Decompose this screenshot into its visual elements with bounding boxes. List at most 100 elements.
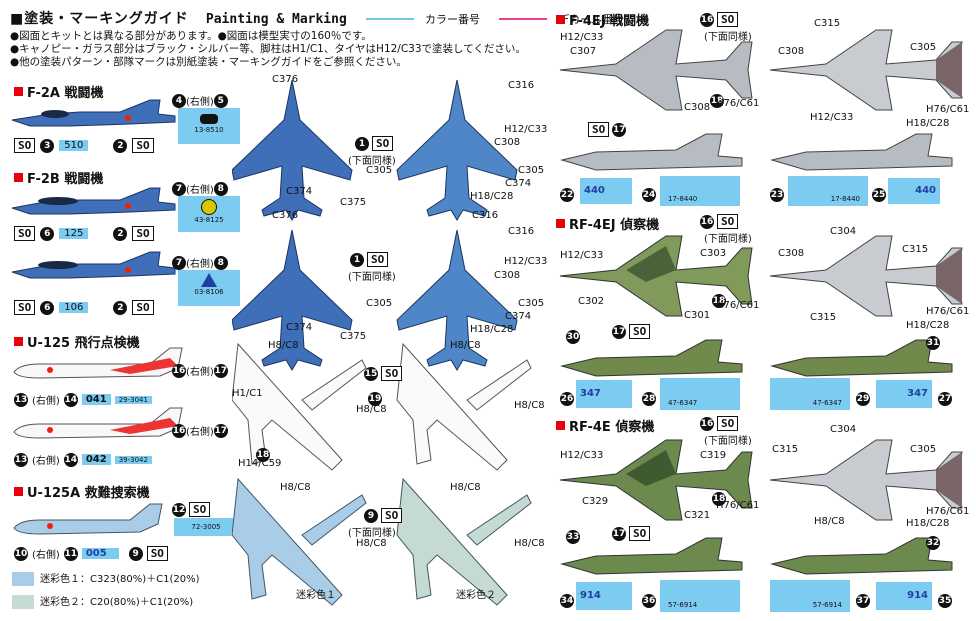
label-h8c8: H8/C8 xyxy=(514,400,545,411)
u125-1-tail-callout: 16(右側)17 xyxy=(172,363,228,378)
u125-1-decal-row: 13(右側)14 041 29-3041 xyxy=(14,392,152,407)
f2b2-tail-decal: 03-8106 xyxy=(178,270,240,306)
label-h76c61: H76/C61 xyxy=(926,104,970,115)
label-c316: C316 xyxy=(508,80,535,91)
label-h18c28: H18/C28 xyxy=(470,191,514,202)
f4ej-code-decal-left: 440 xyxy=(580,178,632,204)
u125-side-view-1 xyxy=(10,344,190,388)
rf4e-tail-decal-right: 57-6914 xyxy=(770,580,850,612)
label-c305: C305 xyxy=(518,165,545,176)
f4ej-views xyxy=(559,29,963,171)
f4ej-bottom-view xyxy=(769,29,963,111)
f4ej-tail-decal-right: 17-8440 xyxy=(788,176,868,206)
label-c308: C308 xyxy=(494,270,521,281)
u125a-bottom-view xyxy=(396,477,532,606)
rf4ej-side-view-1 xyxy=(560,339,743,377)
rf4e-bottom-view xyxy=(769,439,963,521)
label-c301: C301 xyxy=(684,310,711,321)
label-h8c8: H8/C8 xyxy=(356,404,387,415)
label-c374: C374 xyxy=(505,311,532,322)
label-c375: C375 xyxy=(340,331,367,342)
camo-legend-2: 迷彩色２：C20(80%)＋C1(20%) xyxy=(12,593,193,609)
label-h8c8: H8/C8 xyxy=(450,340,481,351)
label-c305: C305 xyxy=(910,42,937,53)
plan-views xyxy=(232,79,532,606)
u125-2-decal-row: 13(右側)14 042 39-3042 xyxy=(14,452,152,467)
label-h8c8: H8/C8 xyxy=(450,482,481,493)
label-c307: C307 xyxy=(570,46,597,57)
callout-28: 28 xyxy=(642,391,656,406)
label-c374: C374 xyxy=(286,322,313,333)
callout-18: 18 xyxy=(712,491,726,506)
label-c308: C308 xyxy=(778,46,805,57)
label-bottom-same: (下面同様) xyxy=(348,528,396,539)
section-title-rf4e: RF-4E 偵察機 xyxy=(556,416,654,435)
label-h8c8: H8/C8 xyxy=(280,482,311,493)
callout-30: 30 xyxy=(566,329,580,344)
label-c305: C305 xyxy=(366,165,393,176)
label-c374: C374 xyxy=(286,186,313,197)
label-c305: C305 xyxy=(518,298,545,309)
label-h18c28: H18/C28 xyxy=(906,118,950,129)
label-h8c8: H8/C8 xyxy=(814,516,845,527)
label-h12c33: H12/C33 xyxy=(810,112,854,123)
label-c376: C376 xyxy=(272,210,299,221)
label-h8c8: H8/C8 xyxy=(514,538,545,549)
label-h1c1: H1/C1 xyxy=(232,388,263,399)
label-bottom-same: (下面同様) xyxy=(348,156,396,167)
u125a-tail-decal: 72-3005 xyxy=(174,518,238,536)
label-h12c33: H12/C33 xyxy=(504,124,548,135)
label-bottom-same: (下面同様) xyxy=(704,32,752,43)
callout-number: 4 xyxy=(172,93,186,108)
decal-legend-label: デカール番号 xyxy=(558,13,625,26)
section-title-u125: U-125 飛行点検機 xyxy=(14,332,140,351)
camo-legend-1: 迷彩色１：C323(80%)＋C1(20%) xyxy=(12,570,199,586)
callout-25: 25 xyxy=(872,187,886,202)
label-bottom-same: (下面同様) xyxy=(348,272,396,283)
callout-36: 36 xyxy=(642,593,656,608)
callout-24: 24 xyxy=(642,187,656,202)
panther-icon xyxy=(200,114,218,124)
callout-18: 18 xyxy=(710,93,724,108)
callout-34: 34 xyxy=(560,593,574,608)
f2a-bottom-view xyxy=(396,79,518,221)
section-title-f4ej: F-4EJ 戦闘機 xyxy=(556,10,649,29)
label-c316: C316 xyxy=(472,210,499,221)
rf4e-code-decal-left: 914 xyxy=(576,582,632,610)
rf4e-side-view-2 xyxy=(770,537,953,575)
color-legend-label: カラー番号 xyxy=(424,13,480,26)
label-bottom-same: (下面同様) xyxy=(704,234,752,245)
label-c375: C375 xyxy=(340,197,367,208)
label-c302: C302 xyxy=(578,296,605,307)
callout-33: 33 xyxy=(566,529,580,544)
f4ej-side-view-2 xyxy=(770,133,953,171)
emblem-icon xyxy=(201,199,217,215)
rf4ej-code-decal-right: 347 xyxy=(876,380,932,408)
callout-37: 37 xyxy=(856,593,870,608)
label-camo2: 迷彩色２ xyxy=(456,590,496,601)
label-camo1: 迷彩色１ xyxy=(296,590,336,601)
label-c329: C329 xyxy=(582,496,609,507)
label-h8c8: H8/C8 xyxy=(268,340,299,351)
callout-29: 29 xyxy=(856,391,870,406)
rf4ej-bottom-view xyxy=(769,235,963,317)
label-h18c28: H18/C28 xyxy=(906,518,950,529)
note-line: ●キャノピー・ガラス部分はブラック・シルバー等、脚柱はH1/C1、タイヤはH12… xyxy=(10,43,526,55)
callout-31: 31 xyxy=(926,335,940,350)
callout-number: 5 xyxy=(213,93,228,108)
note-line: ●図面とキットとは異なる部分があります。●図面は模型実寸の160％です。 xyxy=(10,30,372,42)
guide-title: ■塗装・マーキングガイド xyxy=(10,11,189,27)
rf4e-views xyxy=(559,439,963,575)
label-c321: C321 xyxy=(684,510,711,521)
rf4e-code-decal-right: 914 xyxy=(876,582,932,610)
arrow-icon xyxy=(201,273,217,287)
color-legend-line xyxy=(365,17,414,20)
